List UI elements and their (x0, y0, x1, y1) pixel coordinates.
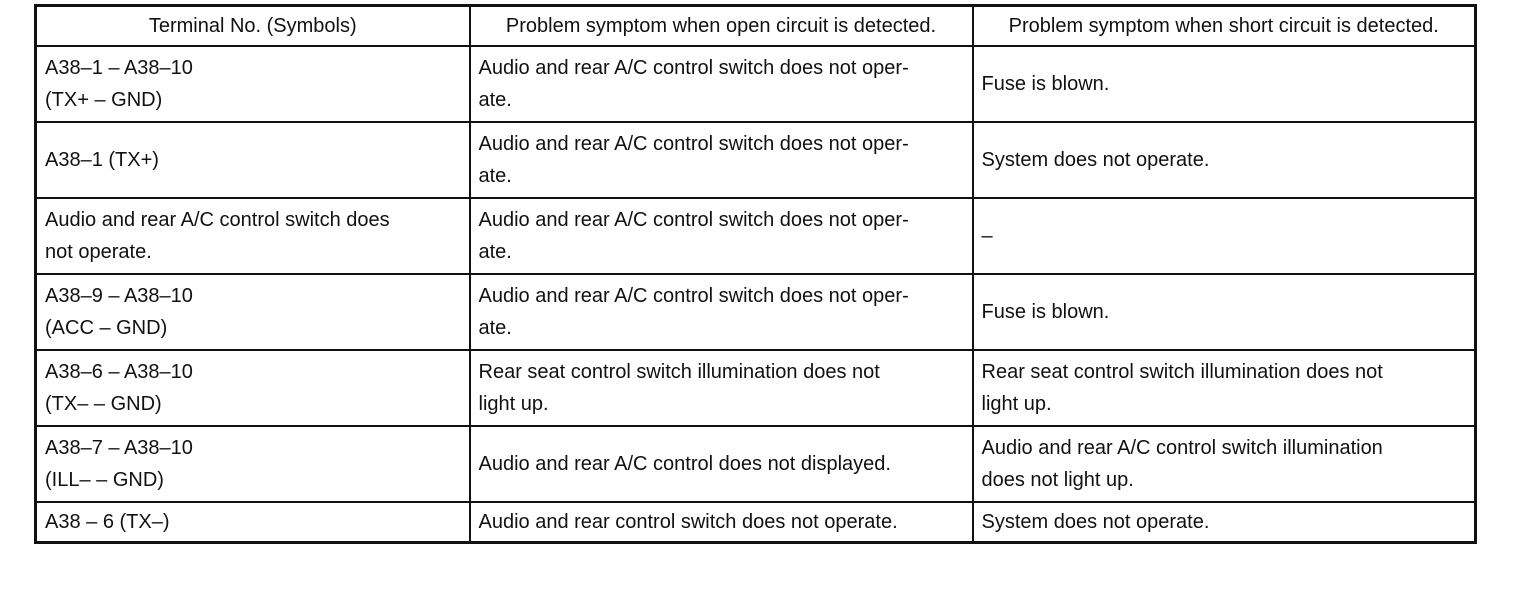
table-body: A38–1 – A38–10 (TX+ – GND) Audio and rea… (34, 45, 1477, 544)
cell-line: Fuse is blown. (981, 73, 1110, 95)
cell-line: light up. (478, 393, 549, 415)
cell-line: Audio and rear A/C control does not disp… (478, 453, 891, 475)
cell-line: ate. (478, 165, 512, 187)
cell-line: does not light up. (981, 469, 1134, 491)
cell-line: Audio and rear A/C control switch does n… (478, 133, 909, 155)
terminal-cell: Audio and rear A/C control switch does n… (34, 197, 471, 275)
cell-line: A38–9 – A38–10 (45, 285, 193, 307)
header-open-circuit: Problem symptom when open circuit is det… (468, 4, 974, 47)
short-circuit-cell: Fuse is blown. (971, 273, 1477, 351)
open-circuit-cell: Audio and rear control switch does not o… (468, 501, 974, 544)
cell-line: Rear seat control switch illumination do… (478, 361, 880, 383)
table-row: A38–1 (TX+) Audio and rear A/C control s… (34, 121, 1477, 199)
open-circuit-cell: Audio and rear A/C control switch does n… (468, 121, 974, 199)
open-circuit-cell: Audio and rear A/C control does not disp… (468, 425, 974, 503)
cell-line: Audio and rear control switch does not o… (478, 511, 898, 533)
cell-line: light up. (981, 393, 1052, 415)
header-terminal: Terminal No. (Symbols) (34, 4, 471, 47)
cell-line: Audio and rear A/C control switch does n… (478, 285, 909, 307)
short-circuit-cell: System does not operate. (971, 121, 1477, 199)
circuit-symptom-table: Terminal No. (Symbols) Problem symptom w… (34, 4, 1477, 544)
cell-line: (TX+ – GND) (45, 89, 163, 111)
terminal-cell: A38–7 – A38–10 (ILL– – GND) (34, 425, 471, 503)
terminal-cell: A38 – 6 (TX–) (34, 501, 471, 544)
cell-line: Audio and rear A/C control switch does (45, 209, 390, 231)
open-circuit-cell: Audio and rear A/C control switch does n… (468, 45, 974, 123)
header-short-circuit: Problem symptom when short circuit is de… (971, 4, 1477, 47)
cell-line: A38–1 (TX+) (45, 149, 159, 171)
cell-line: System does not operate. (981, 149, 1210, 171)
short-circuit-cell: Fuse is blown. (971, 45, 1477, 123)
open-circuit-cell: Rear seat control switch illumination do… (468, 349, 974, 427)
open-circuit-cell: Audio and rear A/C control switch does n… (468, 197, 974, 275)
cell-line: ate. (478, 241, 512, 263)
short-circuit-cell: – (971, 197, 1477, 275)
cell-line: (ACC – GND) (45, 317, 168, 339)
cell-line: Audio and rear A/C control switch does n… (478, 209, 909, 231)
table-row: A38–7 – A38–10 (ILL– – GND) Audio and re… (34, 425, 1477, 503)
terminal-cell: A38–1 – A38–10 (TX+ – GND) (34, 45, 471, 123)
cell-line: A38 – 6 (TX–) (45, 511, 170, 533)
cell-line: not operate. (45, 241, 152, 263)
terminal-cell: A38–9 – A38–10 (ACC – GND) (34, 273, 471, 351)
table-row: A38–1 – A38–10 (TX+ – GND) Audio and rea… (34, 45, 1477, 123)
cell-line: A38–6 – A38–10 (45, 361, 193, 383)
short-circuit-cell: Rear seat control switch illumination do… (971, 349, 1477, 427)
terminal-cell: A38–1 (TX+) (34, 121, 471, 199)
cell-line: ate. (478, 317, 512, 339)
table-row: A38–9 – A38–10 (ACC – GND) Audio and rea… (34, 273, 1477, 351)
table-row: A38 – 6 (TX–) Audio and rear control swi… (34, 501, 1477, 544)
header-row: Terminal No. (Symbols) Problem symptom w… (34, 4, 1477, 47)
cell-line: A38–1 – A38–10 (45, 57, 193, 79)
cell-line: ate. (478, 89, 512, 111)
table-row: Audio and rear A/C control switch does n… (34, 197, 1477, 275)
cell-line: – (981, 225, 993, 247)
open-circuit-cell: Audio and rear A/C control switch does n… (468, 273, 974, 351)
short-circuit-cell: System does not operate. (971, 501, 1477, 544)
cell-line: Fuse is blown. (981, 301, 1110, 323)
short-circuit-cell: Audio and rear A/C control switch illumi… (971, 425, 1477, 503)
cell-line: A38–7 – A38–10 (45, 437, 193, 459)
cell-line: Audio and rear A/C control switch illumi… (981, 437, 1383, 459)
cell-line: (TX– – GND) (45, 393, 162, 415)
cell-line: System does not operate. (981, 511, 1210, 533)
table-row: A38–6 – A38–10 (TX– – GND) Rear seat con… (34, 349, 1477, 427)
cell-line: Audio and rear A/C control switch does n… (478, 57, 909, 79)
cell-line: (ILL– – GND) (45, 469, 164, 491)
terminal-cell: A38–6 – A38–10 (TX– – GND) (34, 349, 471, 427)
cell-line: Rear seat control switch illumination do… (981, 361, 1383, 383)
table-header: Terminal No. (Symbols) Problem symptom w… (34, 4, 1477, 47)
